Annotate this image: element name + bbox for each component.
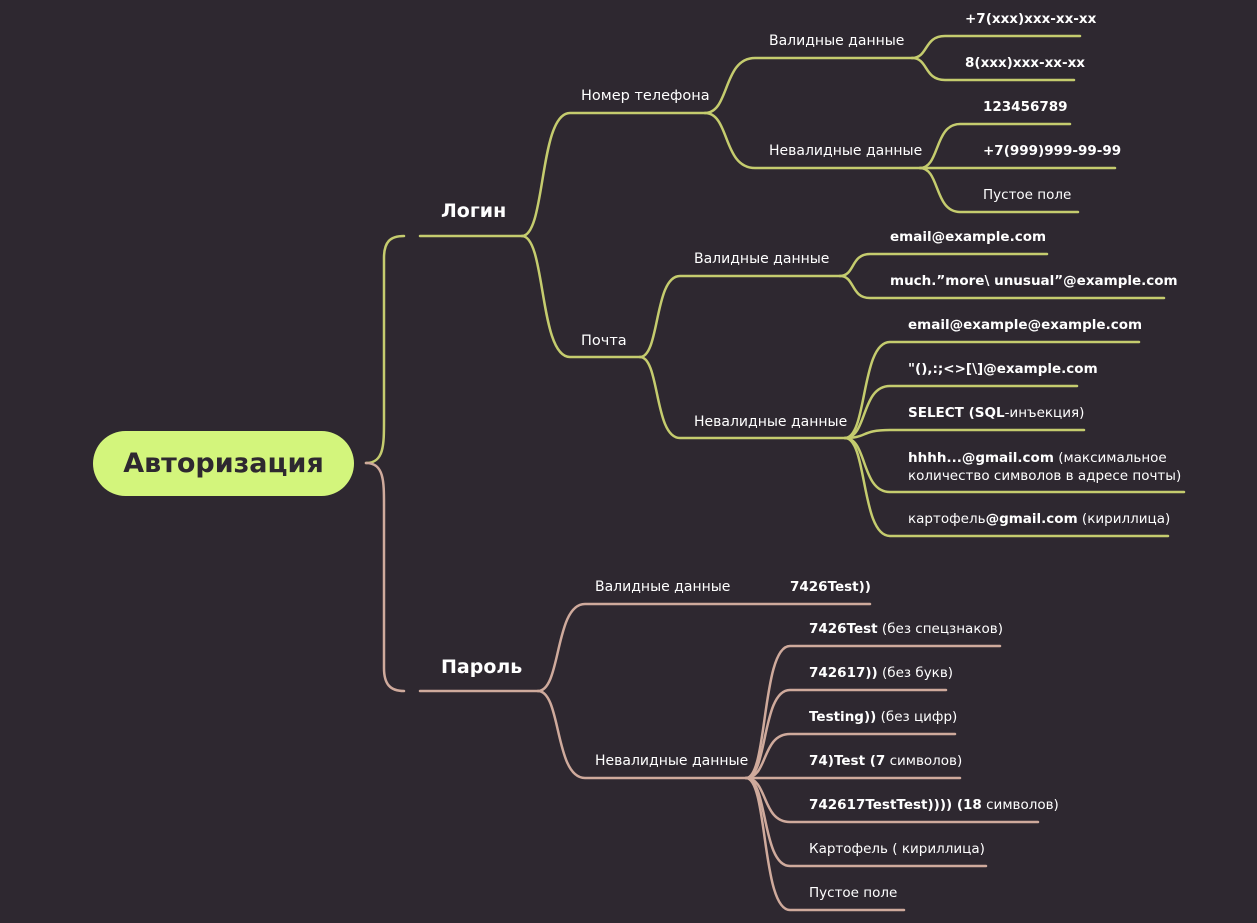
email-invalid-node[interactable]: Невалидные данные: [694, 414, 848, 430]
email-valid-1: [838, 252, 1049, 278]
password-invalid-item-6[interactable]: Картофель ( кириллица): [809, 841, 985, 857]
email-invalid-5: [843, 436, 1170, 538]
phone-invalid-item-2[interactable]: +7(999)999-99-99: [983, 143, 1122, 159]
phone-valid-item-2[interactable]: 8(xxx)xxx-xx-xx: [965, 55, 1086, 71]
password-invalid-7: [744, 776, 906, 912]
email-invalid-item-5[interactable]: картофель@gmail.com (кириллица): [908, 511, 1171, 527]
phone-valid-node[interactable]: Валидные данные: [769, 33, 905, 49]
email-valid-item-2[interactable]: much.”more\ unusual”@example.com: [890, 273, 1178, 289]
email-valid-2: [838, 274, 1166, 300]
password-node[interactable]: Пароль: [441, 656, 523, 678]
email-to-valid: [638, 274, 842, 359]
password-to-invalid: [536, 689, 748, 780]
password-valid-node[interactable]: Валидные данные: [595, 579, 731, 595]
password-to-valid: [536, 602, 872, 693]
root-to-login: [364, 234, 406, 465]
email-invalid-item-1[interactable]: email@example@example.com: [908, 317, 1143, 333]
phone-valid-2: [910, 56, 1076, 82]
phone-to-valid: [703, 56, 914, 115]
root-to-password: [364, 461, 406, 693]
password-invalid-item-7[interactable]: Пустое поле: [809, 885, 898, 901]
root-node[interactable]: Авторизация: [93, 431, 354, 496]
password-valid-item[interactable]: 7426Test)): [790, 579, 871, 595]
email-node[interactable]: Почта: [581, 333, 627, 349]
email-to-invalid: [638, 355, 847, 440]
phone-invalid-item-1[interactable]: 123456789: [983, 99, 1068, 115]
login-node[interactable]: Логин: [441, 200, 507, 222]
email-invalid-2: [843, 384, 1079, 440]
password-invalid-item-4[interactable]: 74)Test (7 символов): [809, 753, 963, 769]
phone-node[interactable]: Номер телефона: [581, 88, 710, 104]
phone-valid-item-1[interactable]: +7(xxx)xxx-xx-xx: [965, 11, 1097, 27]
email-valid-item-1[interactable]: email@example.com: [890, 229, 1047, 245]
password-invalid-3: [744, 732, 957, 780]
password-invalid-2: [744, 688, 948, 780]
email-invalid-3: [843, 428, 1086, 440]
password-invalid-item-5[interactable]: 742617TestTest)))) (18 символов): [809, 797, 1059, 813]
email-invalid-1: [843, 340, 1141, 440]
phone-to-invalid: [703, 111, 922, 170]
password-invalid-node[interactable]: Невалидные данные: [595, 753, 749, 769]
email-valid-node[interactable]: Валидные данные: [694, 251, 830, 267]
email-invalid-item-2[interactable]: "(),:;<>[\]@example.com: [908, 361, 1098, 377]
login-to-email: [520, 234, 642, 359]
root-label: Авторизация: [123, 448, 324, 479]
password-invalid-1: [744, 644, 1002, 780]
phone-invalid-item-3[interactable]: Пустое поле: [983, 187, 1072, 203]
phone-invalid-1: [918, 122, 1072, 170]
password-invalid-item-1[interactable]: 7426Test (без спецзнаков): [809, 621, 1003, 637]
password-branch-lines: [364, 461, 1040, 912]
login-branch-lines: [364, 34, 1186, 538]
login-to-phone: [520, 111, 707, 238]
phone-invalid-node[interactable]: Невалидные данные: [769, 143, 923, 159]
phone-valid-1: [910, 34, 1082, 60]
email-invalid-item-3[interactable]: SELECT (SQL-инъекция): [908, 405, 1085, 421]
password-invalid-item-3[interactable]: Testing)) (без цифр): [809, 709, 958, 725]
phone-invalid-3: [918, 166, 1080, 214]
password-invalid-item-2[interactable]: 742617)) (без букв): [809, 665, 954, 681]
email-invalid-item-4[interactable]: hhhh...@gmail.com (максимальное количест…: [908, 450, 1182, 484]
